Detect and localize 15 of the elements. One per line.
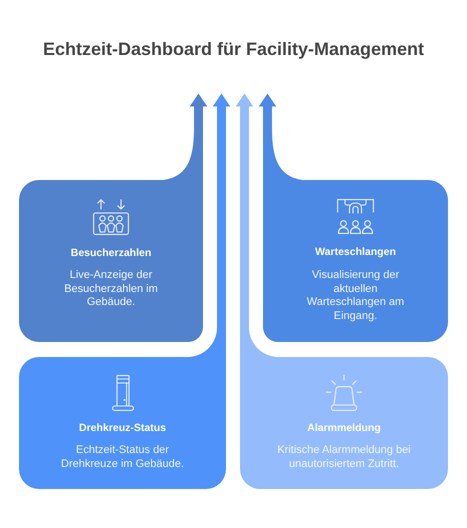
arrow [212, 94, 230, 357]
info-card [240, 357, 448, 489]
card-heading: Besucherzahlen [70, 246, 152, 260]
info-card [19, 357, 226, 489]
info-card [19, 180, 203, 342]
card-heading: Alarmmeldung [307, 421, 381, 435]
card-description: Echtzeit-Status der Drehkreuze im Gebäude. [60, 444, 185, 471]
info-card [263, 180, 448, 342]
card-description: Visualisierung der aktuellen Warteschlangen am Eingang. [306, 269, 406, 323]
card-heading: Warteschlangen [315, 245, 396, 259]
card-description: Live-Anzeige der Besucherzahlen im Gebäude. [63, 269, 159, 310]
arrow [236, 94, 254, 357]
card-heading: Drehkreuz-Status [79, 421, 166, 435]
card-description: Kritische Alarmmeldung bei unautorisiertem Zutritt. [276, 444, 412, 471]
diagram-title: Echtzeit-Dashboard für Facility-Management [42, 38, 424, 61]
